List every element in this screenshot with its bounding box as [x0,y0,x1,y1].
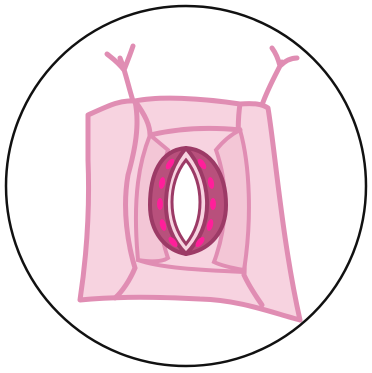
chloroplast [157,198,163,210]
chloroplast [210,198,216,210]
